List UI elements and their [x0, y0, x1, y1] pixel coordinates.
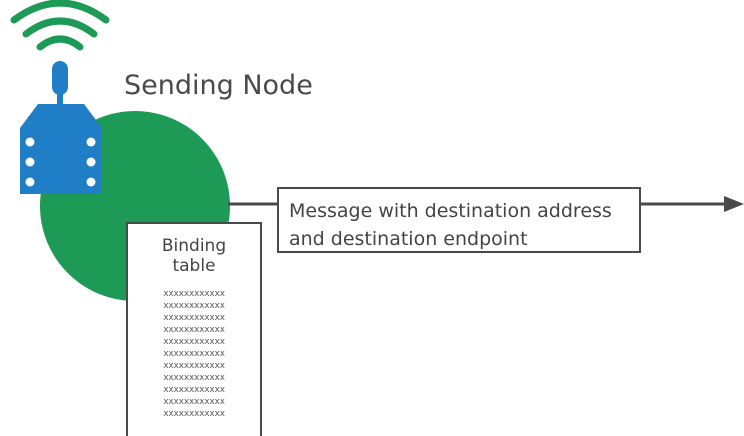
- binding-table-row: xxxxxxxxxxxx: [163, 301, 225, 311]
- binding-table-row: xxxxxxxxxxxx: [163, 409, 225, 419]
- sending-node-title: Sending Node: [124, 70, 313, 101]
- binding-table-row: xxxxxxxxxxxx: [163, 337, 225, 347]
- binding-table-row: xxxxxxxxxxxx: [163, 397, 225, 407]
- binding-table: Binding table xxxxxxxxxxxx xxxxxxxxxxxx …: [126, 222, 262, 436]
- binding-table-title: Binding table: [161, 236, 227, 276]
- binding-table-rows: xxxxxxxxxxxx xxxxxxxxxxxx xxxxxxxxxxxx x…: [128, 288, 260, 420]
- wifi-signal-icon: [10, 0, 110, 51]
- message-line-1: Message with destination address: [289, 200, 612, 222]
- message-box: Message with destination address and des…: [277, 187, 641, 253]
- binding-table-row: xxxxxxxxxxxx: [163, 349, 225, 359]
- binding-table-row: xxxxxxxxxxxx: [163, 373, 225, 383]
- binding-table-row: xxxxxxxxxxxx: [163, 289, 225, 299]
- binding-table-row: xxxxxxxxxxxx: [163, 325, 225, 335]
- binding-table-row: xxxxxxxxxxxx: [163, 385, 225, 395]
- radio-module-icon: [20, 61, 102, 194]
- message-line-2: and destination endpoint: [289, 228, 528, 250]
- binding-table-row: xxxxxxxxxxxx: [163, 313, 225, 323]
- message-arrow-head: [724, 196, 744, 212]
- binding-table-row: xxxxxxxxxxxx: [163, 361, 225, 371]
